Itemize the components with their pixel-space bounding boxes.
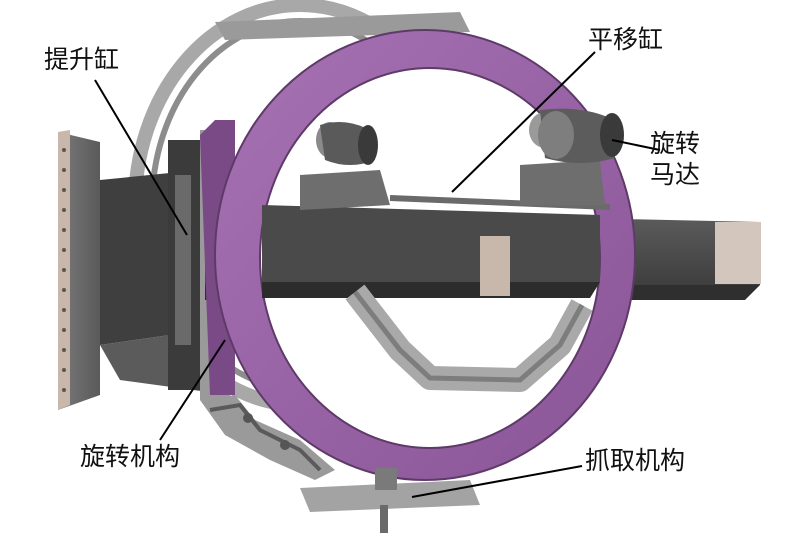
leader-lift-cylinder [94, 79, 188, 236]
leader-translation-cylinder [451, 51, 596, 193]
rotation-motor-left [320, 121, 378, 165]
leader-gripping-mechanism [411, 465, 583, 498]
rotation-mechanism-linkage [200, 395, 335, 480]
inner-structure [262, 112, 611, 392]
label-rotation-mechanism: 旋转机构 [80, 442, 181, 471]
label-rotation-motor-line2: 马达 [650, 160, 701, 190]
leader-rotation-motor [611, 139, 661, 151]
label-translation-cylinder: 平移缸 [588, 25, 664, 54]
leader-lines [94, 51, 661, 498]
gripping-mechanism [300, 468, 480, 533]
rotation-motor-right [538, 108, 624, 163]
label-rotation-motor-line1: 旋转 [650, 129, 701, 158]
label-rotation-motor: 旋转 马达 [650, 128, 700, 191]
label-lift-cylinder: 提升缸 [44, 45, 120, 74]
label-gripping-mechanism: 抓取机构 [585, 446, 686, 475]
leader-rotation-mechanism [159, 339, 226, 441]
